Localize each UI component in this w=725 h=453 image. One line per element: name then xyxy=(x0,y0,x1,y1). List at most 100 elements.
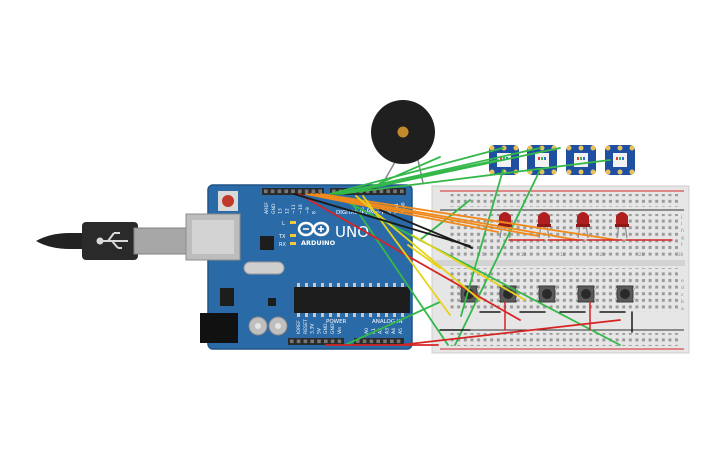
pushbutton[interactable] xyxy=(581,289,591,299)
wires[interactable] xyxy=(293,147,673,346)
pushbutton-leg xyxy=(477,288,479,290)
header-hole[interactable] xyxy=(310,339,314,344)
red-led[interactable] xyxy=(538,212,550,226)
header-hole[interactable] xyxy=(337,339,342,344)
header-hole[interactable] xyxy=(291,189,295,194)
neopixel-die-red xyxy=(538,157,540,160)
piezo-buzzer[interactable] xyxy=(371,100,435,184)
header-hole[interactable] xyxy=(383,339,387,344)
chip-pin xyxy=(361,313,364,317)
neopixel-pad[interactable] xyxy=(629,145,635,151)
pushbutton-leg xyxy=(594,288,596,290)
header-hole[interactable] xyxy=(386,189,390,194)
header-hole[interactable] xyxy=(284,189,288,194)
green-wire[interactable] xyxy=(338,159,611,195)
header-hole[interactable] xyxy=(400,189,404,194)
header-hole[interactable] xyxy=(393,189,397,194)
neopixel-pad[interactable] xyxy=(501,145,507,151)
header-hole[interactable] xyxy=(369,339,374,344)
orange-wire[interactable] xyxy=(315,193,578,241)
row-letter: e xyxy=(681,279,684,284)
green-wire[interactable] xyxy=(335,147,541,195)
reset-button[interactable] xyxy=(222,195,234,207)
orange-wire[interactable] xyxy=(310,193,539,237)
column-number: 10 xyxy=(521,252,527,257)
neopixel-board[interactable] xyxy=(566,145,596,175)
pin-label: 13 xyxy=(278,208,284,214)
neopixel-pad[interactable] xyxy=(489,145,495,151)
led-label: TX xyxy=(278,234,286,240)
header-hole[interactable] xyxy=(277,189,282,194)
header-hole[interactable] xyxy=(372,189,377,194)
neopixel-pad[interactable] xyxy=(566,145,572,151)
header-hole[interactable] xyxy=(296,339,301,344)
black-wire[interactable] xyxy=(379,209,473,249)
header-hole[interactable] xyxy=(304,189,309,194)
pushbutton[interactable] xyxy=(542,289,552,299)
yellow-wire[interactable] xyxy=(411,234,526,301)
neopixel-pad[interactable] xyxy=(605,145,611,151)
header-hole[interactable] xyxy=(376,339,380,344)
pin-label: A0 xyxy=(364,328,370,334)
header-hole[interactable] xyxy=(396,339,401,344)
header-hole[interactable] xyxy=(318,189,322,194)
green-wire[interactable] xyxy=(454,169,541,346)
header-hole[interactable] xyxy=(362,339,367,344)
header-hole[interactable] xyxy=(270,189,275,194)
neopixel-pad[interactable] xyxy=(578,169,584,175)
neopixel-pad[interactable] xyxy=(566,169,572,175)
usb-cable[interactable] xyxy=(36,222,187,260)
neopixel-pad[interactable] xyxy=(539,169,545,175)
power-header xyxy=(288,338,344,345)
pushbutton-group[interactable] xyxy=(459,285,635,303)
yellow-wire[interactable] xyxy=(407,244,441,269)
header-hole[interactable] xyxy=(298,189,302,194)
header-hole[interactable] xyxy=(290,339,294,344)
header-hole[interactable] xyxy=(303,339,308,344)
header-hole[interactable] xyxy=(379,189,384,194)
header-hole[interactable] xyxy=(356,339,360,344)
header-hole[interactable] xyxy=(390,339,394,344)
pin-label: 3.3V xyxy=(310,323,316,334)
green-wire[interactable] xyxy=(379,156,441,184)
header-hole[interactable] xyxy=(317,339,321,344)
neopixel-pad[interactable] xyxy=(617,169,623,175)
header-hole[interactable] xyxy=(366,189,370,194)
neopixel-pad[interactable] xyxy=(513,145,519,151)
red-led[interactable] xyxy=(616,212,628,226)
neopixel-pad[interactable] xyxy=(605,169,611,175)
header-hole[interactable] xyxy=(324,339,328,344)
green-wire[interactable] xyxy=(349,199,449,346)
neopixel-pad[interactable] xyxy=(578,145,584,151)
neopixel-board[interactable] xyxy=(605,145,635,175)
neopixel-group[interactable] xyxy=(489,145,635,175)
green-wire[interactable] xyxy=(341,147,561,195)
pushbutton-leg xyxy=(594,298,596,300)
header-hole[interactable] xyxy=(332,189,336,194)
green-wire[interactable] xyxy=(460,169,504,317)
neopixel-pad[interactable] xyxy=(539,145,545,151)
neopixel-pad[interactable] xyxy=(551,169,557,175)
neopixel-pad[interactable] xyxy=(489,169,495,175)
neopixel-pad[interactable] xyxy=(590,169,596,175)
neopixel-die-blue xyxy=(622,157,624,160)
header-hole[interactable] xyxy=(311,189,316,194)
red-wire[interactable] xyxy=(298,193,521,321)
neopixel-pad[interactable] xyxy=(617,145,623,151)
orange-wire[interactable] xyxy=(305,193,499,233)
red-wire[interactable] xyxy=(399,319,621,346)
pushbutton[interactable] xyxy=(620,289,630,299)
neopixel-pad[interactable] xyxy=(629,169,635,175)
header-hole[interactable] xyxy=(330,339,335,344)
yellow-wire[interactable] xyxy=(362,195,451,316)
neopixel-pad[interactable] xyxy=(590,145,596,151)
red-led[interactable] xyxy=(577,212,589,226)
orange-wire[interactable] xyxy=(320,193,618,241)
led-leg xyxy=(624,224,628,239)
green-wire[interactable] xyxy=(329,147,504,195)
black-wire[interactable] xyxy=(293,193,471,247)
header-hole[interactable] xyxy=(264,189,268,194)
usb-chip xyxy=(260,236,274,250)
